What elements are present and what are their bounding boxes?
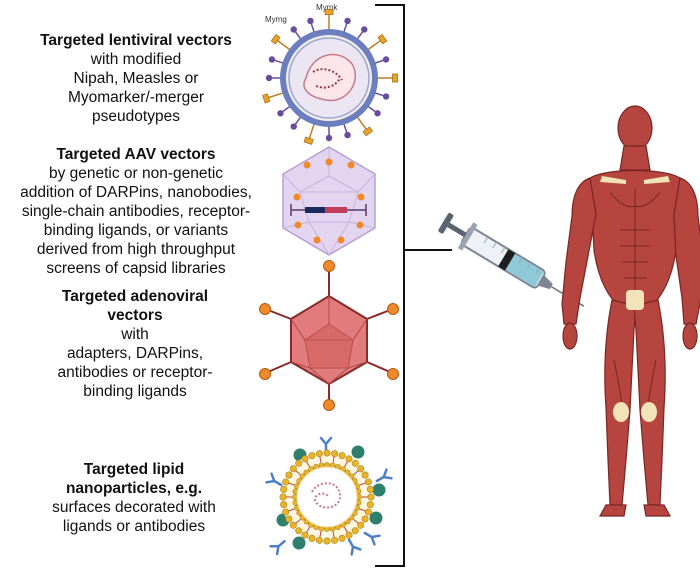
lentiviral-text: Targeted lentiviral vectors with modifie…	[8, 31, 264, 126]
lnp-text: Targeted lipid nanoparticles, e.g. surfa…	[14, 460, 254, 536]
aav-capsid-icon	[282, 146, 376, 256]
lnp-body: surfaces decorated with ligands or antib…	[52, 499, 216, 535]
lipid-nanoparticle-icon	[265, 436, 393, 556]
syringe-icon	[438, 213, 585, 307]
adenoviral-text: Targeted adenoviral vectors with adapter…	[10, 287, 260, 401]
lentiviral-title: Targeted lentiviral vectors	[40, 32, 232, 49]
aav-title: Targeted AAV vectors	[56, 146, 216, 163]
aav-body: by genetic or non-genetic addition of DA…	[20, 165, 252, 277]
lentiviral-body: with modified Nipah, Measles or Myomarke…	[67, 51, 205, 125]
mymg-label: Mymg	[265, 15, 287, 24]
lentivirus-icon	[262, 9, 398, 145]
aav-text: Targeted AAV vectors by genetic or non-g…	[0, 145, 272, 278]
human-musculature-icon	[561, 105, 700, 517]
adenoviral-body: with adapters, DARPins, antibodies or re…	[57, 326, 213, 400]
lnp-title: Targeted lipid nanoparticles, e.g.	[65, 461, 203, 497]
bracket	[375, 4, 452, 567]
adenovirus-icon	[259, 260, 399, 411]
mymk-label: Mymk	[316, 3, 338, 12]
adenoviral-title: Targeted adenoviral vectors	[61, 288, 209, 324]
